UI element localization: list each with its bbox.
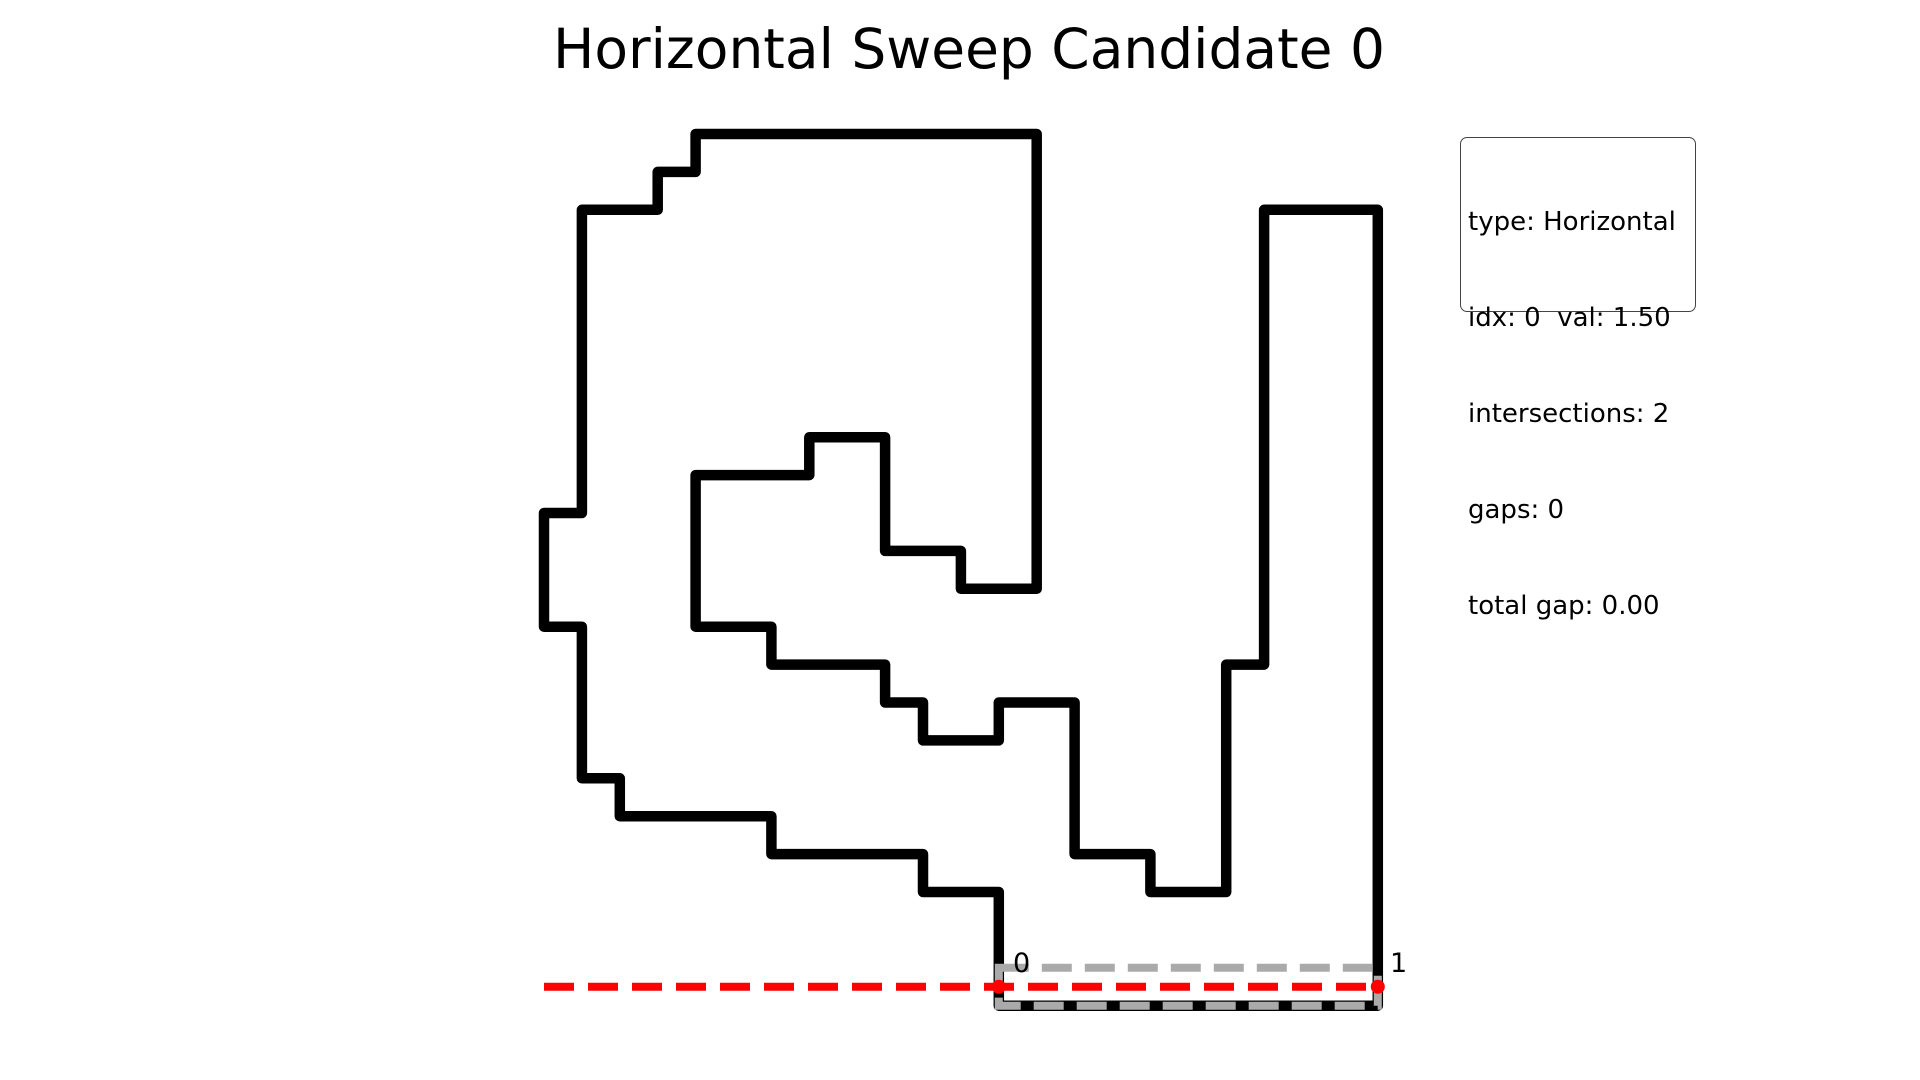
info-total-gap: total gap: 0.00 [1468,591,1660,621]
intersection-point [991,979,1006,994]
intersection-label: 1 [1390,948,1408,979]
info-box: type: Horizontal idx: 0 val: 1.50 inters… [1460,137,1696,621]
info-type: type: Horizontal [1468,207,1676,237]
info-gaps: gaps: 0 [1468,495,1565,525]
maze-polygon-outline [538,128,1384,1011]
info-idx-val: idx: 0 val: 1.50 [1468,303,1671,333]
intersection-label: 0 [1013,948,1031,979]
candidate-region-outline [994,963,1382,1010]
intersection-points [991,979,1385,994]
info-intersections: intersections: 2 [1468,399,1670,429]
figure-title: Horizontal Sweep Candidate 0 [553,17,1385,81]
intersection-point [1370,979,1385,994]
